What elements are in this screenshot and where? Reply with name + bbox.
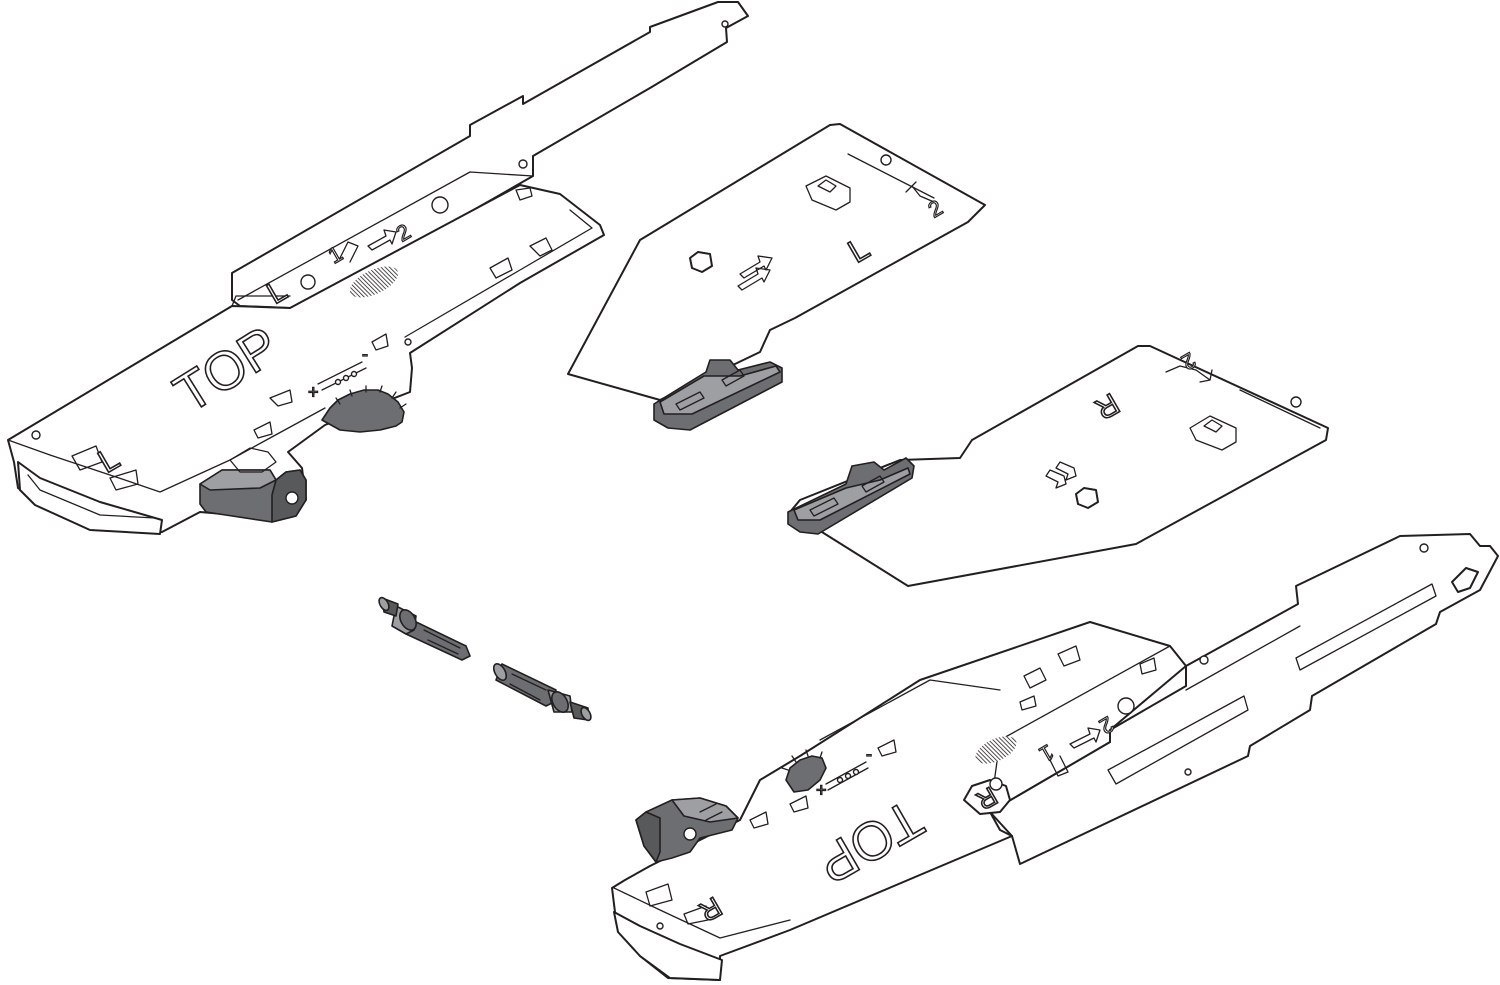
right-minus-label: - — [866, 744, 872, 764]
left-clip-plate: 2 L — [567, 123, 986, 431]
right-gear-wheel — [785, 755, 827, 793]
right-housing-stud — [989, 777, 1003, 791]
right-clip-bracket — [1189, 415, 1237, 451]
right-plate-arrow-1 — [1055, 461, 1077, 481]
dowel-pin-2 — [492, 663, 592, 722]
left-gear-wheel — [321, 389, 405, 433]
left-rail-top-edge — [237, 171, 534, 301]
left-rail-hole-2 — [721, 20, 729, 28]
left-minus-label: - — [362, 344, 368, 364]
left-housing-stud — [300, 274, 316, 290]
right-plate-curved-arrow — [1165, 365, 1213, 383]
left-housing-knob — [431, 196, 449, 214]
right-clip-plate: 2 R — [787, 345, 1329, 587]
left-clip-bracket — [805, 175, 851, 211]
right-clip-plate-body — [789, 345, 1329, 587]
left-plus-label: + — [308, 382, 319, 402]
right-step-two-arrow — [1069, 727, 1101, 749]
dowel-pins — [378, 596, 592, 722]
right-housing-knob — [1117, 697, 1135, 715]
left-clip-plate-body — [567, 123, 986, 401]
left-step-one-arrow — [339, 241, 359, 263]
right-damper-hatch — [975, 736, 1017, 764]
left-plate-arrow-1 — [739, 255, 773, 279]
right-runner-bottom-lip — [613, 911, 723, 981]
left-step-two-arrow — [367, 229, 397, 251]
left-rail-hole-1 — [518, 159, 528, 169]
left-plate-stud — [689, 251, 713, 273]
left-plate-curved-arrow — [905, 181, 935, 203]
right-runner-unit: TOP R R 1 2 + - — [611, 533, 1499, 981]
right-plus-label: + — [816, 780, 827, 800]
left-damper-hatch — [349, 266, 399, 298]
right-plate-arrow-2 — [1045, 469, 1067, 489]
left-plate-arrow-2 — [737, 267, 771, 291]
dowel-pin-1 — [378, 596, 471, 661]
right-step-one-arrow — [1049, 755, 1069, 777]
right-plate-stud — [1075, 487, 1099, 509]
left-runner-unit: TOP L L 1 2 + - — [7, 1, 749, 535]
